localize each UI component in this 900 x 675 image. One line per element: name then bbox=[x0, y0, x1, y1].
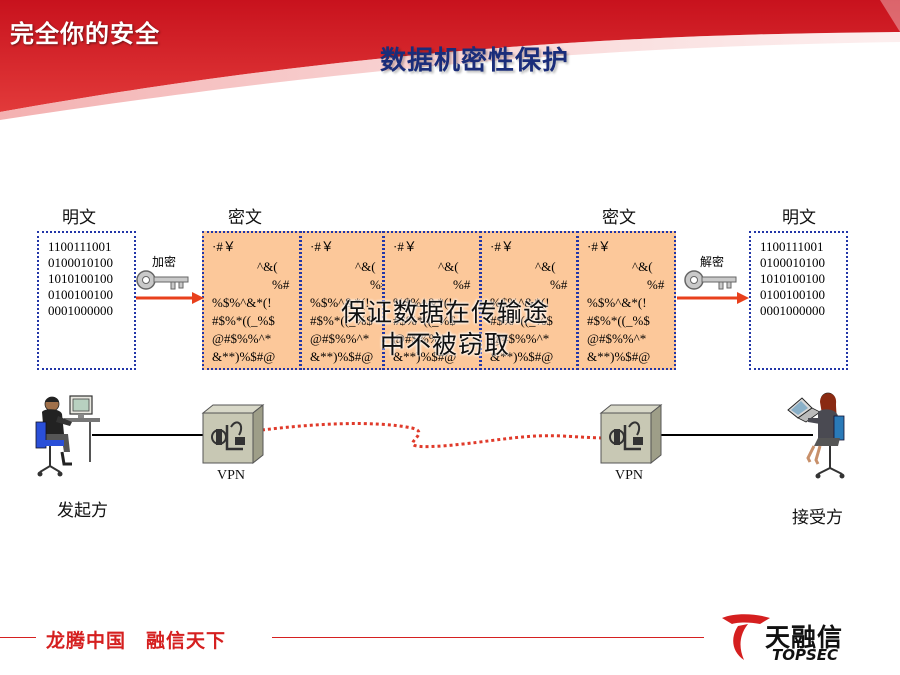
sender-person-icon bbox=[35, 395, 100, 477]
vpn-label-right: VPN bbox=[615, 468, 644, 483]
cipher-line: ^&( bbox=[438, 259, 459, 274]
cipher-box-2: ·#￥ ^&( %# %$%^&*(! #$%*((_%$ @#$%%^* &*… bbox=[300, 231, 384, 370]
cipher-line: ·#￥ bbox=[490, 239, 514, 254]
label-sender: 发起方 bbox=[57, 501, 108, 521]
cipher-line: #$%*((_%$ bbox=[212, 313, 275, 328]
encrypt-arrow-icon bbox=[136, 292, 204, 304]
label-plaintext-left: 明文 bbox=[62, 208, 96, 228]
footer-rule-left bbox=[0, 637, 36, 638]
overlay-line-2: 中不被窃取 bbox=[379, 330, 510, 359]
cipher-line: %$%^&*(! bbox=[393, 295, 453, 310]
cipher-line: #$%*((_%$ bbox=[393, 313, 456, 328]
plaintext-box-right: 1100111001 0100010100 1010100100 0100100… bbox=[749, 231, 848, 370]
plaintext-line: 1010100100 bbox=[760, 271, 825, 286]
decrypt-arrow-icon bbox=[677, 292, 749, 304]
cipher-line: &**)%$#@ bbox=[212, 349, 276, 364]
cipher-line: #$%*((_%$ bbox=[310, 313, 373, 328]
plaintext-line: 0100010100 bbox=[760, 255, 825, 270]
label-receiver: 接受方 bbox=[792, 508, 843, 528]
cipher-line: %$%^&*(! bbox=[310, 295, 370, 310]
vpn-tunnel-line bbox=[261, 422, 606, 449]
cipher-line: ^&( bbox=[257, 259, 278, 274]
cipher-line: %# bbox=[647, 277, 665, 292]
cipher-line: ^&( bbox=[535, 259, 556, 274]
plaintext-line: 0001000000 bbox=[760, 303, 825, 318]
plaintext-line: 0100100100 bbox=[48, 287, 113, 302]
vpn-label-left: VPN bbox=[217, 468, 246, 483]
cipher-line: &**)%$#@ bbox=[310, 349, 374, 364]
banner-slogan: 完全你的安全 bbox=[10, 20, 160, 48]
link-vpn-receiver bbox=[658, 434, 813, 436]
overlay-line-1: 保证数据在传输途 bbox=[340, 298, 549, 327]
encrypt-label: 加密 bbox=[152, 255, 177, 269]
plaintext-line: 1010100100 bbox=[48, 271, 113, 286]
vpn-device-left-icon bbox=[201, 403, 265, 465]
decrypt-key-icon bbox=[684, 270, 737, 290]
footer-slogan: 龙腾中国 融信天下 bbox=[46, 630, 227, 652]
link-sender-vpn bbox=[92, 434, 204, 436]
cipher-line: %# bbox=[550, 277, 568, 292]
cipher-line: %$%^&*(! bbox=[490, 295, 550, 310]
cipher-line: ^&( bbox=[632, 259, 653, 274]
cipher-line: @#$%%^* bbox=[393, 331, 453, 346]
cipher-line: &**)%$#@ bbox=[393, 349, 457, 364]
cipher-line: ·#￥ bbox=[393, 239, 417, 254]
cipher-line: ·#￥ bbox=[212, 239, 236, 254]
plaintext-line: 1100111001 bbox=[760, 239, 824, 254]
label-plaintext-right: 明文 bbox=[782, 208, 816, 228]
cipher-line: &**)%$#@ bbox=[587, 349, 651, 364]
label-ciphertext-right: 密文 bbox=[602, 208, 636, 228]
brand-name-cn: 天融信 bbox=[765, 623, 844, 652]
cipher-box-5: ·#￥ ^&( %# %$%^&*(! #$%*((_%$ @#$%%^* &*… bbox=[577, 231, 676, 370]
cipher-line: %# bbox=[272, 277, 290, 292]
cipher-line: @#$%%^* bbox=[310, 331, 370, 346]
cipher-line: #$%*((_%$ bbox=[490, 313, 553, 328]
cipher-line: ·#￥ bbox=[587, 239, 611, 254]
vpn-device-right-icon bbox=[599, 403, 663, 465]
cipher-line: %# bbox=[370, 277, 382, 292]
footer-rule-right bbox=[272, 637, 704, 638]
cipher-line: @#$%%^* bbox=[490, 331, 550, 346]
cipher-line: &**)%$#@ bbox=[490, 349, 554, 364]
page-title: 数据机密性保护 bbox=[380, 46, 570, 76]
overlay-caption: 保证数据在传输途 中不被窃取 bbox=[300, 297, 590, 361]
brand-name-en: TOPSEC bbox=[772, 646, 839, 664]
cipher-line: %$%^&*(! bbox=[212, 295, 272, 310]
cipher-line: @#$%%^* bbox=[587, 331, 647, 346]
top-banner bbox=[0, 0, 900, 120]
cipher-line: %# bbox=[453, 277, 471, 292]
receiver-person-icon bbox=[787, 392, 845, 479]
plaintext-line: 0100100100 bbox=[760, 287, 825, 302]
cipher-line: ^&( bbox=[355, 259, 376, 274]
label-ciphertext-left: 密文 bbox=[228, 208, 262, 228]
cipher-line: %$%^&*(! bbox=[587, 295, 647, 310]
cipher-line: #$%*((_%$ bbox=[587, 313, 650, 328]
cipher-line: @#$%%^* bbox=[212, 331, 272, 346]
plaintext-line: 0100010100 bbox=[48, 255, 113, 270]
cipher-box-1: ·#￥ ^&( %# %$%^&*(! #$%*((_%$ @#$%%^* &*… bbox=[202, 231, 301, 370]
cipher-line: ·#￥ bbox=[310, 239, 334, 254]
plaintext-box-left: 1100111001 0100010100 1010100100 0100100… bbox=[37, 231, 136, 370]
decrypt-label: 解密 bbox=[700, 255, 725, 269]
plaintext-line: 0001000000 bbox=[48, 303, 113, 318]
topsec-logo-icon bbox=[722, 614, 770, 660]
plaintext-line: 1100111001 bbox=[48, 239, 112, 254]
encrypt-key-icon bbox=[136, 270, 189, 290]
